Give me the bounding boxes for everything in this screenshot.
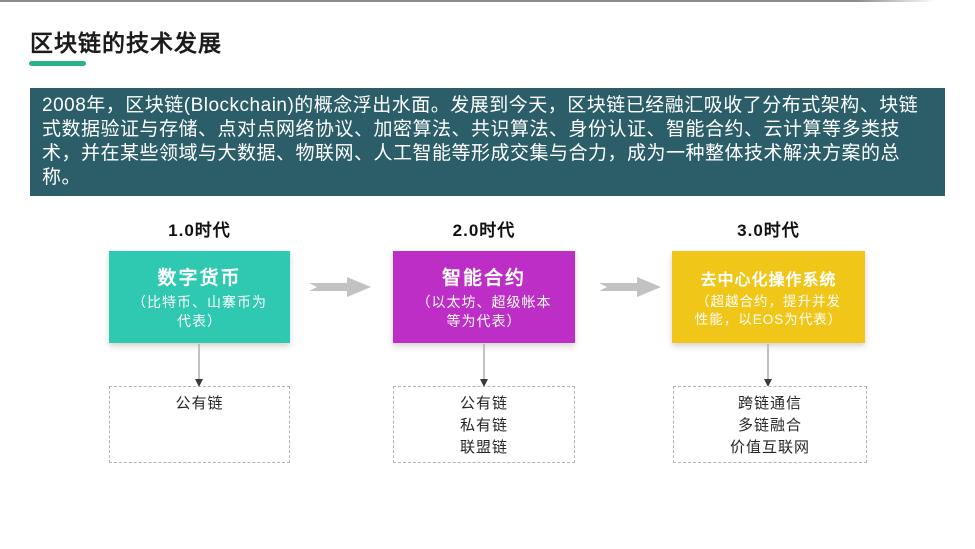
chains-box-1: 公有链 xyxy=(109,386,290,463)
top-divider-line xyxy=(0,0,975,2)
chains-text-1: 公有链 xyxy=(175,395,224,412)
stage-subtitle-3: （超越合约，提升并发 性能，以EOS为代表） xyxy=(694,293,843,327)
era-label-3: 3.0时代 xyxy=(737,221,800,240)
chains-box-3: 跨链通信 多链融合 价值互联网 xyxy=(673,386,867,463)
down-arrow-icon-3 xyxy=(764,344,772,387)
stage-title-2: 智能合约 xyxy=(441,268,526,289)
era-label-2: 2.0时代 xyxy=(452,221,516,240)
down-arrow-icon-1 xyxy=(195,344,203,387)
chains-text-2: 公有链 私有链 联盟链 xyxy=(459,395,508,456)
down-arrow-icon-2 xyxy=(480,344,488,387)
stage-box-smart-contract: 智能合约 （以太坊、超级帐本 等为代表） xyxy=(393,251,575,343)
right-arrow-icon-1 xyxy=(309,277,371,297)
chains-box-2: 公有链 私有链 联盟链 xyxy=(393,386,575,463)
stage-box-decentralized-os: 去中心化操作系统 （超越合约，提升并发 性能，以EOS为代表） xyxy=(672,251,865,343)
chains-text-3: 跨链通信 多链融合 价值互联网 xyxy=(729,395,810,456)
intro-panel: 2008年，区块链(Blockchain)的概念浮出水面。发展到今天，区块链已经… xyxy=(30,88,945,196)
stage-subtitle-2: （以太坊、超级帐本 等为代表） xyxy=(416,294,552,329)
right-arrow-icon-2 xyxy=(599,277,661,297)
era-label-1: 1.0时代 xyxy=(168,221,231,240)
page-title: 区块链的技术发展 xyxy=(30,30,222,56)
stage-title-3: 去中心化操作系统 xyxy=(700,271,837,289)
title-underline xyxy=(29,61,86,66)
stage-title-1: 数字货币 xyxy=(157,268,242,289)
intro-text: 2008年，区块链(Blockchain)的概念浮出水面。发展到今天，区块链已经… xyxy=(42,95,919,188)
stage-box-digital-currency: 数字货币 （比特币、山寨币为 代表） xyxy=(109,251,290,343)
stage-subtitle-1: （比特币、山寨币为 代表） xyxy=(132,294,267,329)
